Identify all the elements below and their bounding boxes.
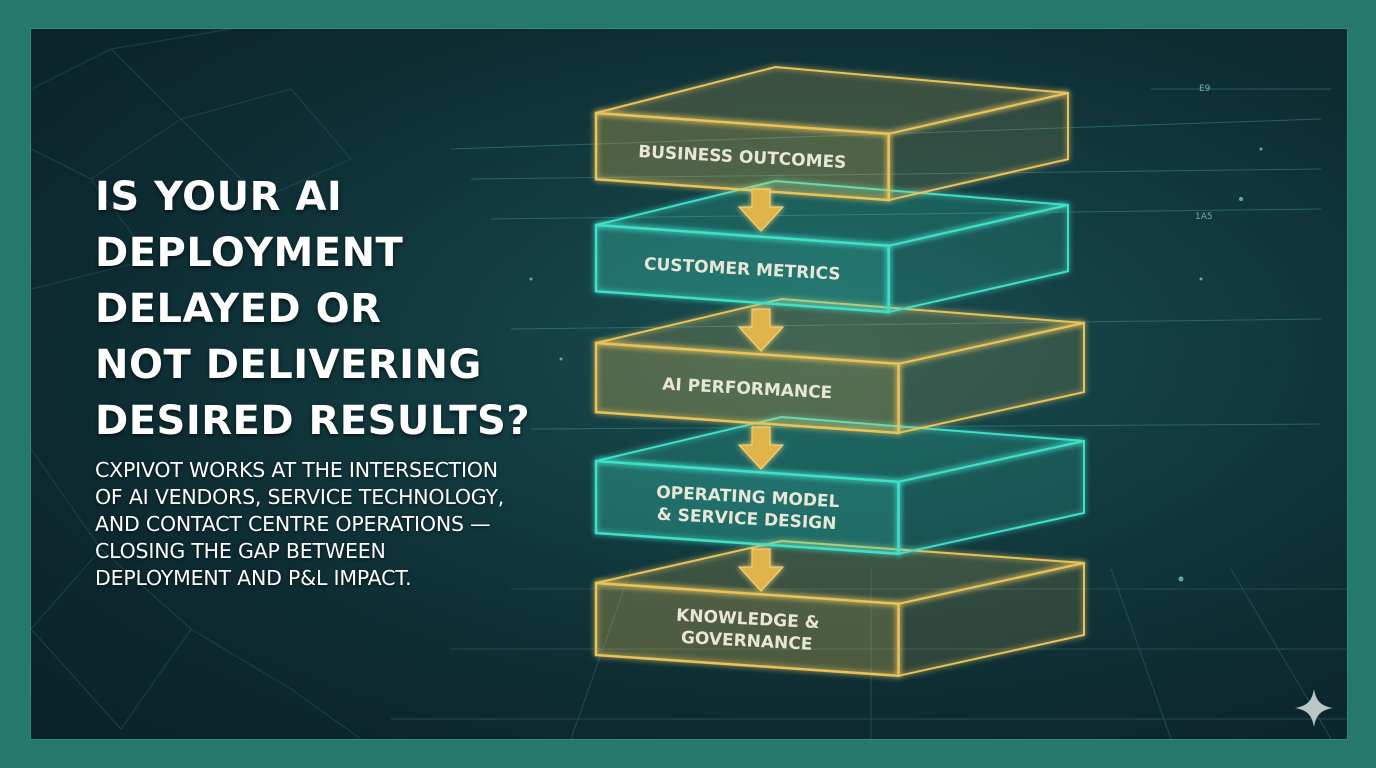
headline-line: NOT DELIVERING — [95, 342, 482, 388]
stack-layer: CUSTOMER METRICS — [594, 179, 1069, 314]
headline-line: DEPLOYMENT — [95, 230, 404, 276]
intro-line: DEPLOYMENT AND P&L IMPACT. — [95, 566, 412, 590]
stack-layer: AI PERFORMANCE — [594, 297, 1085, 435]
headline-line: DESIRED RESULTS? — [95, 398, 531, 444]
stack-layer: OPERATING MODEL& SERVICE DESIGN — [594, 415, 1085, 556]
headline-line: DELAYED OR — [95, 286, 382, 332]
intro-line: AND CONTACT CENTRE OPERATIONS — — [95, 512, 491, 536]
hero-panel: E9 1A5 IS YOUR AI DEPLOYMENT DELAYED OR … — [30, 28, 1348, 740]
stack-layer: BUSINESS OUTCOMES — [594, 65, 1069, 202]
intro-line: CLOSING THE GAP BETWEEN — [95, 539, 386, 563]
down-arrow-icon — [737, 548, 785, 592]
background-label-e9: E9 — [1199, 84, 1211, 94]
sparkle-icon — [1295, 689, 1333, 727]
down-arrow-icon — [737, 308, 785, 352]
stack-layer: KNOWLEDGE &GOVERNANCE — [594, 539, 1085, 678]
intro-paragraph: CXPIVOT WORKS AT THE INTERSECTION OF AI … — [95, 457, 635, 592]
intro-line: OF AI VENDORS, SERVICE TECHNOLOGY, — [95, 485, 505, 509]
stack-layer-label: OPERATING MODEL& SERVICE DESIGN — [655, 483, 841, 535]
background-label-1a5: 1A5 — [1195, 212, 1213, 222]
down-arrow-icon — [737, 188, 785, 232]
headline: IS YOUR AI DEPLOYMENT DELAYED OR NOT DEL… — [95, 169, 615, 449]
intro-line: CXPIVOT WORKS AT THE INTERSECTION — [95, 458, 498, 482]
headline-line: IS YOUR AI — [95, 174, 343, 220]
down-arrow-icon — [737, 426, 785, 470]
